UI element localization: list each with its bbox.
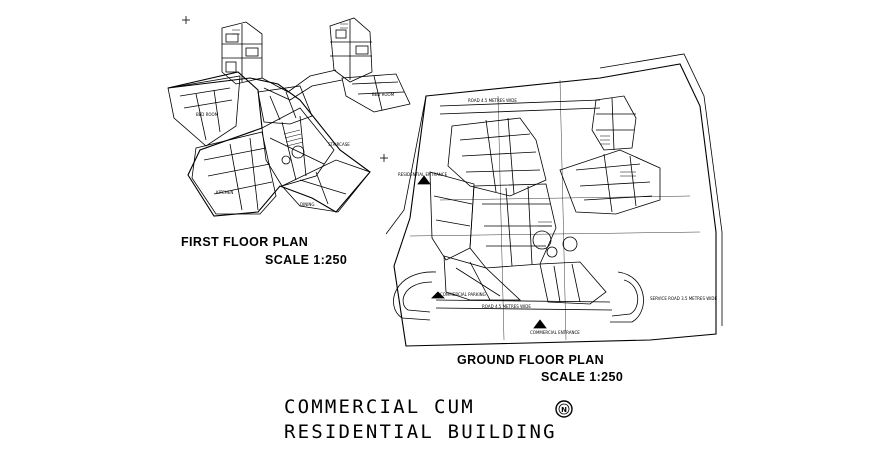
road-top-label: ROAD 4.5 METRES WIDE (468, 98, 517, 103)
road-bottom-label: ROAD 4.5 METRES WIDE (482, 304, 531, 309)
project-title-line1: COMMERCIAL CUM (284, 396, 475, 418)
commercial-parking-label: COMMERCIAL PARKING (440, 292, 486, 297)
service-road-label: SERVICE ROAD 3.5 METRES WIDE (650, 296, 717, 301)
svg-text:BED ROOM: BED ROOM (196, 112, 219, 117)
svg-text:KITCHEN: KITCHEN (216, 190, 233, 195)
ground-floor-plan-drawing: ROAD 4.5 METRES WIDE ROAD 4.5 METRES WID… (385, 53, 723, 347)
residential-entrance-label: RESIDENTIAL ENTRANCE (398, 172, 448, 177)
first-floor-plan-title: FIRST FLOOR PLAN (181, 235, 309, 249)
ground-floor-plan-scale: SCALE 1:250 (541, 370, 624, 384)
first-floor-plan-drawing: STAIRCASE BED ROOM KITCHEN DINING BED RO… (167, 16, 411, 217)
svg-text:DINING: DINING (300, 202, 315, 207)
commercial-entrance-label: COMMERCIAL ENTRANCE (530, 330, 580, 335)
svg-text:STAIRCASE: STAIRCASE (328, 142, 350, 147)
north-arrow-icon: N (555, 400, 573, 418)
north-letter: N (561, 406, 567, 414)
project-title-line2: RESIDENTIAL BUILDING (284, 421, 557, 443)
ground-floor-plan-title: GROUND FLOOR PLAN (457, 353, 605, 367)
svg-text:BED ROOM: BED ROOM (372, 92, 395, 97)
first-floor-plan-scale: SCALE 1:250 (265, 253, 348, 267)
